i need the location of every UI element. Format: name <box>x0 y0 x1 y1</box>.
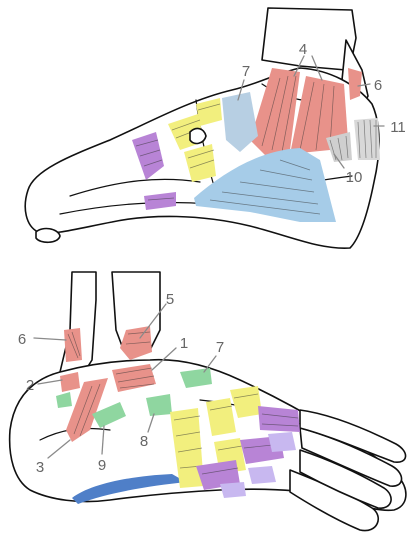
bottom-label-7: 7 <box>216 339 224 356</box>
bottom-label-9: 9 <box>98 457 106 474</box>
bottom-label-6: 6 <box>18 331 26 348</box>
top-cuneiform-bone <box>190 129 206 144</box>
top-label-6: 6 <box>374 77 382 94</box>
top-ligament-6 <box>348 68 362 100</box>
bottom-label-5: 5 <box>166 291 174 308</box>
top-label-10: 10 <box>346 169 363 186</box>
bottom-label-8: 8 <box>140 433 148 450</box>
bottom-label-3: 3 <box>36 459 44 476</box>
top-ligament-11 <box>354 118 380 160</box>
top-label-7: 7 <box>242 63 250 80</box>
top-label-4: 4 <box>299 41 307 58</box>
top-tibia-bone <box>262 8 356 70</box>
bottom-ligament-6 <box>64 328 82 362</box>
bottom-label-1: 1 <box>180 335 188 352</box>
bottom-leader-6 <box>34 338 66 340</box>
top-foot-view: 4 6 7 10 11 <box>25 8 406 248</box>
top-label-11: 11 <box>390 119 406 136</box>
bottom-foot-view: 1 2 3 5 6 7 8 9 <box>10 272 406 531</box>
bottom-label-2: 2 <box>26 377 34 394</box>
top-sesamoid-bone <box>36 229 60 243</box>
